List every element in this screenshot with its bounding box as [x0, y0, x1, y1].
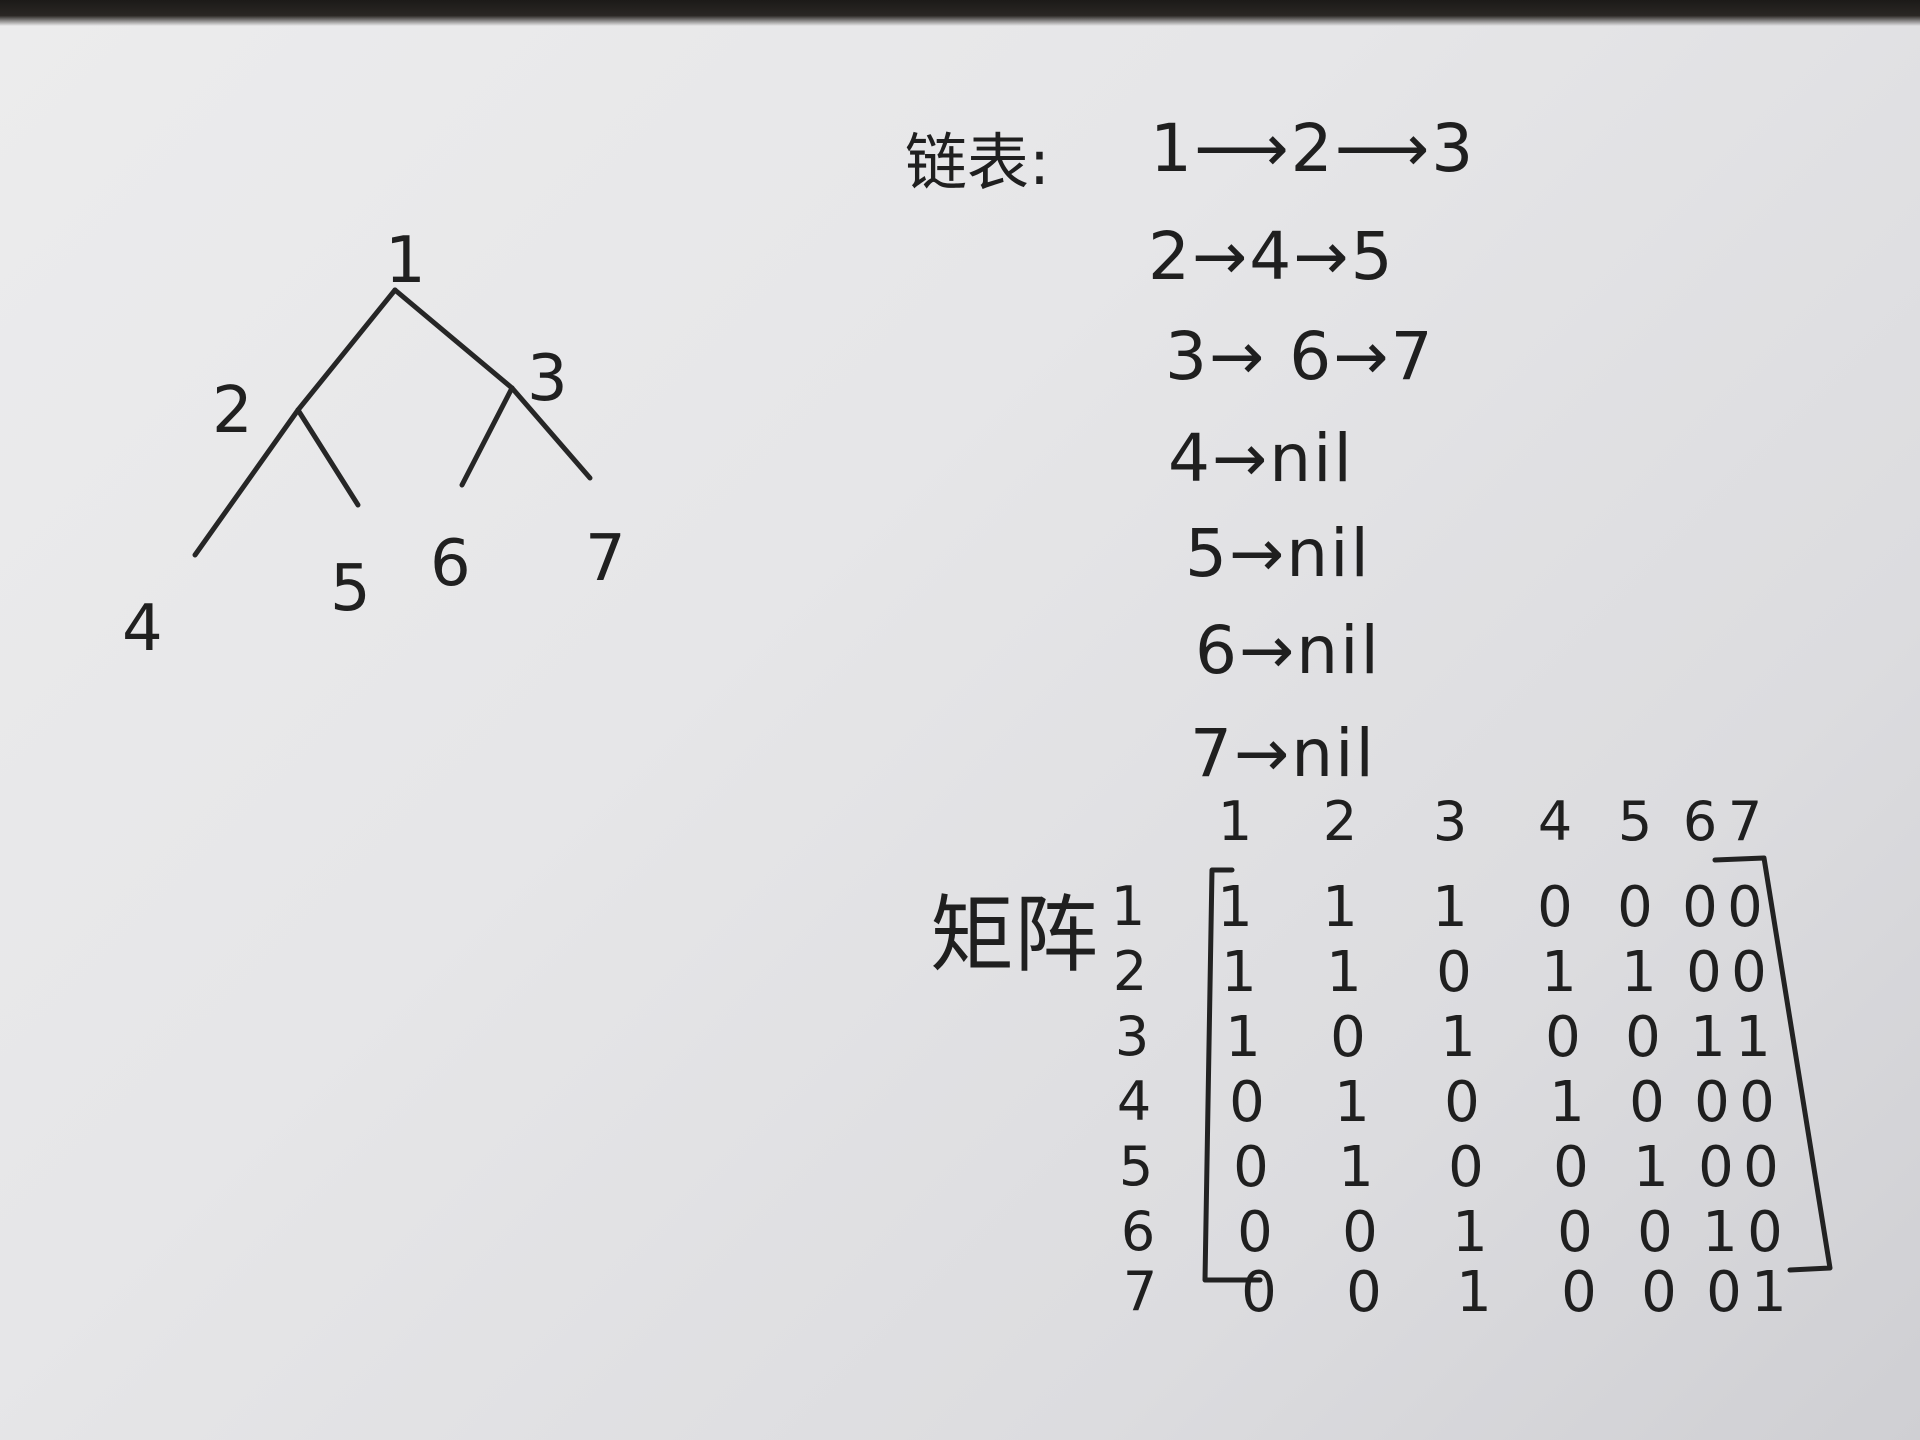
- matrix-row-header: 2: [1112, 940, 1148, 1003]
- tree-node-7: 7: [585, 522, 626, 596]
- matrix-cell: 0: [1537, 875, 1573, 940]
- matrix-col-header: 5: [1617, 790, 1653, 853]
- matrix-cell: 1: [1432, 875, 1468, 940]
- matrix-cell: 0: [1731, 940, 1767, 1005]
- matrix-cell: 0: [1444, 1070, 1480, 1135]
- tree-edge: [295, 407, 361, 508]
- linked-list-row: 1⟶2⟶3: [1150, 110, 1476, 187]
- matrix-col-header: 7: [1727, 790, 1763, 853]
- matrix-cell: 0: [1637, 1200, 1673, 1265]
- tree-edge: [392, 287, 515, 391]
- matrix-cell: 1: [1217, 875, 1253, 940]
- tree-node-4: 4: [122, 592, 163, 666]
- matrix-col-header: 2: [1322, 790, 1358, 853]
- matrix-cell: 0: [1739, 1070, 1775, 1135]
- tree-node-1: 1: [385, 224, 426, 298]
- tree-node-6: 6: [430, 527, 471, 601]
- matrix-cell: 1: [1549, 1070, 1585, 1135]
- tree-edge: [509, 385, 593, 481]
- matrix-cell: 0: [1698, 1135, 1734, 1200]
- matrix-cell: 0: [1747, 1200, 1783, 1265]
- linked-list-row: 3→ 6→7: [1165, 318, 1435, 395]
- matrix-cell: 1: [1225, 1005, 1261, 1070]
- matrix-cell: 1: [1541, 940, 1577, 1005]
- tree-node-5: 5: [330, 552, 371, 626]
- matrix-cell: 1: [1456, 1260, 1492, 1325]
- matrix-cell: 0: [1694, 1070, 1730, 1135]
- matrix-cell: 1: [1452, 1200, 1488, 1265]
- matrix-cell: 1: [1690, 1005, 1726, 1070]
- matrix-col-header: 1: [1217, 790, 1253, 853]
- table-edge: [0, 0, 1920, 26]
- matrix-row-header: 3: [1114, 1005, 1150, 1068]
- matrix-cell: 0: [1553, 1135, 1589, 1200]
- matrix-cell: 0: [1706, 1260, 1742, 1325]
- matrix-title: 矩阵: [930, 886, 1099, 984]
- matrix-cell: 0: [1682, 875, 1718, 940]
- matrix-row-header: 7: [1122, 1260, 1158, 1323]
- linked-list-row: 5→nil: [1185, 515, 1371, 592]
- matrix-cell: 0: [1625, 1005, 1661, 1070]
- matrix-col-header: 4: [1537, 790, 1573, 853]
- matrix-cell: 1: [1338, 1135, 1374, 1200]
- linked-list-row: 7→nil: [1190, 715, 1376, 792]
- matrix-cell: 0: [1342, 1200, 1378, 1265]
- matrix-col-header: 3: [1432, 790, 1468, 853]
- tree-node-3: 3: [527, 342, 568, 416]
- matrix-cell: 0: [1743, 1135, 1779, 1200]
- matrix-cell: 1: [1322, 875, 1358, 940]
- matrix-cell: 0: [1448, 1135, 1484, 1200]
- matrix-cell: 0: [1641, 1260, 1677, 1325]
- matrix-cell: 1: [1621, 940, 1657, 1005]
- matrix-cell: 0: [1686, 940, 1722, 1005]
- matrix-cell: 1: [1633, 1135, 1669, 1200]
- matrix-cell: 1: [1735, 1005, 1771, 1070]
- matrix-col-header: 6: [1682, 790, 1718, 853]
- matrix-cell: 0: [1727, 875, 1763, 940]
- matrix-cell: 0: [1346, 1260, 1382, 1325]
- matrix-cell: 0: [1629, 1070, 1665, 1135]
- tree-node-2: 2: [212, 374, 253, 448]
- linked-list-title: 链表:: [905, 126, 1050, 199]
- matrix-cell: 1: [1702, 1200, 1738, 1265]
- matrix-cell: 1: [1334, 1070, 1370, 1135]
- matrix-cell: 1: [1221, 940, 1257, 1005]
- matrix-cell: 0: [1241, 1260, 1277, 1325]
- matrix-row-header: 5: [1118, 1135, 1154, 1198]
- matrix-cell: 0: [1330, 1005, 1366, 1070]
- linked-list-row: 4→nil: [1168, 420, 1354, 497]
- matrix-cell: 1: [1326, 940, 1362, 1005]
- matrix-cell: 0: [1557, 1200, 1593, 1265]
- matrix-cell: 0: [1229, 1070, 1265, 1135]
- linked-list-row: 6→nil: [1195, 612, 1381, 689]
- matrix-row-header: 1: [1110, 875, 1146, 938]
- matrix-cell: 1: [1751, 1260, 1787, 1325]
- matrix-cell: 0: [1233, 1135, 1269, 1200]
- matrix-row-header: 6: [1120, 1200, 1156, 1263]
- tree-edge: [295, 287, 398, 413]
- matrix-cell: 0: [1561, 1260, 1597, 1325]
- matrix-cell: 0: [1237, 1200, 1273, 1265]
- tree-edge: [192, 407, 301, 558]
- matrix-cell: 0: [1436, 940, 1472, 1005]
- matrix-cell: 0: [1617, 875, 1653, 940]
- linked-list-row: 2→4→5: [1148, 218, 1395, 295]
- matrix-cell: 0: [1545, 1005, 1581, 1070]
- matrix-row-header: 4: [1116, 1070, 1152, 1133]
- tree-edge: [459, 385, 515, 488]
- matrix-cell: 1: [1440, 1005, 1476, 1070]
